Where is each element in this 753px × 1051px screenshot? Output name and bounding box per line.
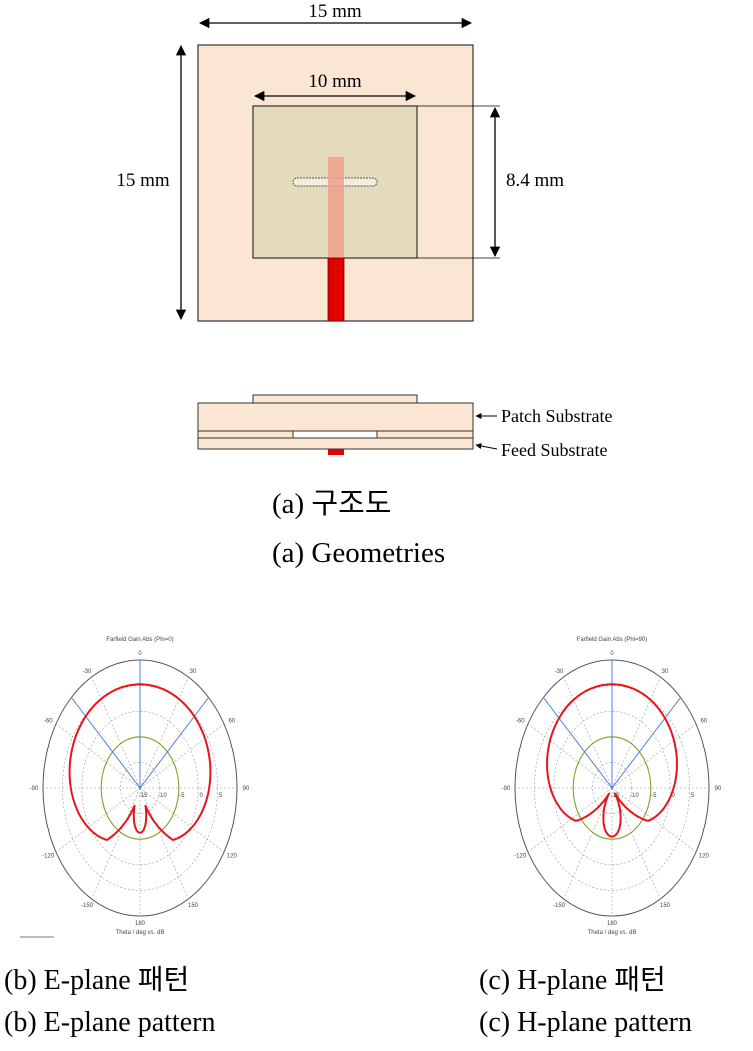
h-plane-beam-line xyxy=(543,697,613,789)
e-plane-angle-label: 0 xyxy=(138,651,142,657)
e-plane-grid-spoke xyxy=(55,787,141,853)
e-plane-angle-label: 120 xyxy=(227,854,238,860)
caption-b-korean: (b) E-plane 패턴 xyxy=(4,965,190,996)
e-plane-grid-spoke xyxy=(91,787,141,899)
h-plane-angle-label: -120 xyxy=(514,854,527,860)
e-plane-scale-mark xyxy=(20,936,54,938)
h-plane-angle-label: -60 xyxy=(516,719,525,725)
h-plane-angle-label: 0 xyxy=(610,651,614,657)
caption-a-korean: (a) 구조도 xyxy=(272,488,392,520)
h-plane-grid-ring xyxy=(553,710,671,866)
e-plane-radial-label: 5 xyxy=(219,793,223,799)
h-plane-grid-spoke xyxy=(611,677,661,789)
feed-line xyxy=(327,257,345,322)
e-plane-grid-spoke xyxy=(139,787,225,853)
e-plane-grid-ring xyxy=(81,710,199,866)
dim-sub-height: 15 mm xyxy=(116,170,170,191)
e-plane-radial-label: 0 xyxy=(200,793,204,799)
e-plane-plot: Farfield Gain Abs (Phi=0) Theta / deg vs… xyxy=(20,637,250,938)
side-view: Patch Substrate Feed Substrate xyxy=(197,394,612,460)
e-plane-radiation-pattern xyxy=(68,683,212,841)
h-plane-grid-spoke xyxy=(527,723,613,789)
e-plane-angle-label: 90 xyxy=(243,786,250,792)
caption-b-english: (b) E-plane pattern xyxy=(4,1007,216,1038)
h-plane-plot: Farfield Gain Abs (Phi=90) Theta / deg v… xyxy=(502,637,722,936)
h-plane-radiation-pattern xyxy=(546,683,678,838)
e-plane-beam-line xyxy=(139,697,209,789)
h-plane-grid-spoke xyxy=(611,787,697,853)
h-plane-radial-label: 0 xyxy=(672,793,676,799)
e-plane-radial-label: -10 xyxy=(158,793,167,799)
e-plane-beam-line xyxy=(71,697,141,789)
h-plane-radial-label: -5 xyxy=(651,793,657,799)
e-plane-grid-spoke xyxy=(139,723,225,789)
side-patch xyxy=(252,394,418,404)
h-plane-angle-label: 30 xyxy=(662,669,669,675)
e-plane-grid-spoke xyxy=(139,677,189,789)
caption-c-english: (c) H-plane pattern xyxy=(479,1007,692,1038)
caption-c-korean: (c) H-plane 패턴 xyxy=(479,965,666,996)
h-plane-grid-spoke xyxy=(611,723,697,789)
e-plane-grid-spoke xyxy=(55,723,141,789)
top-view: 15 mm 15 mm 10 mm 8.4 mm xyxy=(116,1,564,322)
dim-patch-width: 10 mm xyxy=(308,71,362,92)
e-plane-angle-label: -90 xyxy=(30,786,39,792)
e-plane-radial-label: -15 xyxy=(139,793,148,799)
h-plane-angle-label: -150 xyxy=(553,903,566,909)
e-plane-angle-label: -30 xyxy=(83,669,92,675)
e-plane-grid-spoke xyxy=(139,787,189,899)
e-plane-angle-label: -150 xyxy=(81,903,94,909)
h-plane-radial-label: -10 xyxy=(630,793,639,799)
h-plane-axis-label: Theta / deg vs. dB xyxy=(588,930,637,936)
e-plane-radial-label: -5 xyxy=(179,793,185,799)
feed-substrate-label: Feed Substrate xyxy=(501,440,607,460)
h-plane-angle-label: 150 xyxy=(660,903,671,909)
e-plane-axis-label: Theta / deg vs. dB xyxy=(116,930,165,936)
h-plane-angle-label: -30 xyxy=(555,669,564,675)
dim-sub-width: 15 mm xyxy=(308,1,362,22)
h-plane-angle-label: 180 xyxy=(607,921,618,927)
e-plane-angle-label: 150 xyxy=(188,903,199,909)
e-plane-title: Farfield Gain Abs (Phi=0) xyxy=(106,637,173,643)
h-plane-angle-label: 90 xyxy=(715,786,722,792)
feed-line-under-patch xyxy=(328,157,344,258)
h-plane-angle-label: 120 xyxy=(699,854,710,860)
h-plane-grid-spoke xyxy=(527,787,613,853)
side-feed-substrate xyxy=(197,437,474,450)
side-feed xyxy=(328,449,344,455)
h-plane-title: Farfield Gain Abs (Phi=90) xyxy=(577,637,648,643)
h-plane-radial-label: 5 xyxy=(691,793,695,799)
e-plane-angle-label: 30 xyxy=(190,669,197,675)
h-plane-angle-label: -90 xyxy=(502,786,511,792)
h-plane-beam-line xyxy=(611,697,681,789)
side-slot xyxy=(292,430,378,439)
patch-substrate-label: Patch Substrate xyxy=(501,406,612,426)
h-plane-grid-spoke xyxy=(563,677,613,789)
dim-patch-height: 8.4 mm xyxy=(506,170,564,191)
e-plane-angle-label: 60 xyxy=(228,719,235,725)
h-plane-angle-label: 60 xyxy=(700,719,707,725)
e-plane-angle-label: -60 xyxy=(44,719,53,725)
e-plane-angle-label: 180 xyxy=(135,921,146,927)
caption-a-english: (a) Geometries xyxy=(272,537,446,569)
side-patch-substrate xyxy=(197,402,474,432)
e-plane-angle-label: -120 xyxy=(42,854,55,860)
feed-substrate-arrow xyxy=(475,443,498,450)
e-plane-grid-spoke xyxy=(91,677,141,789)
